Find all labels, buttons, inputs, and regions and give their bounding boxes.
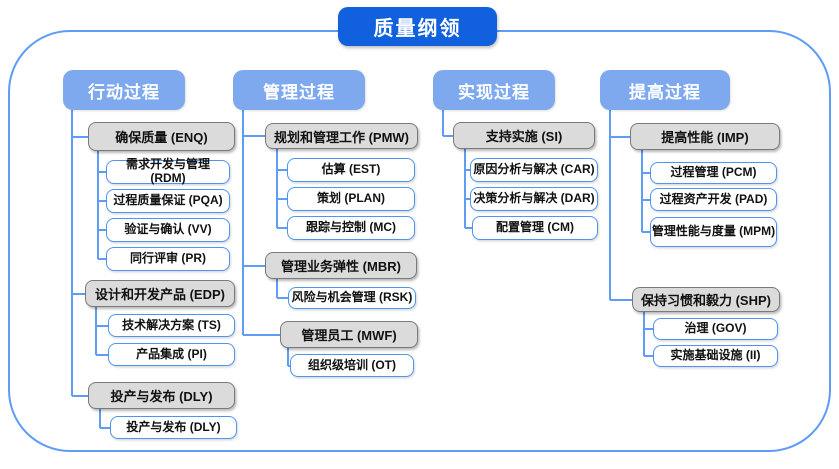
connector-line [72,394,88,397]
leaf-node: 验证与确认 (VV) [106,218,230,242]
leaf-node: 过程管理 (PCM) [650,162,777,184]
leaf-node: 组织级培训 (OT) [290,354,414,377]
connector-line [95,307,97,355]
group-node: 确保质量 (ENQ) [88,122,235,151]
connector-line [288,364,290,367]
connector-line [644,355,653,357]
connector-line [277,297,288,299]
group-node: 投产与发布 (DLY) [88,382,235,409]
connector-line [276,279,278,298]
group-node: 支持实施 (SI) [453,122,595,149]
group-node: 提高性能 (IMP) [630,123,780,150]
leaf-node: 管理性能与度量 (MPM) [650,217,777,247]
connector-line [643,312,645,356]
connector-line [610,135,630,138]
connector-line [465,198,470,200]
leaf-node: 产品集成 (PI) [108,343,235,366]
leaf-node: 技术解决方案 (TS) [108,314,235,337]
leaf-node: 实施基础设施 (II) [653,345,778,367]
group-node: 保持习惯和毅力 (SHP) [632,287,780,312]
leaf-node: 需求开发与管理 (RDM) [106,157,230,185]
connector-line [96,324,108,327]
connector-line [242,110,244,335]
connector-line [100,426,110,429]
connector-line [99,409,101,428]
connector-line [277,198,287,200]
connector-line [276,149,278,228]
connector-line [641,150,643,232]
connector-line [465,169,470,171]
connector-line [72,292,85,295]
connector-line [642,198,650,201]
leaf-node: 决策分析与解决 (DAR) [470,187,598,211]
leaf-node: 估算 (EST) [287,158,415,182]
connector-line [96,353,108,356]
connector-line [243,264,265,267]
connector-line [243,135,265,137]
leaf-node: 投产与发布 (DLY) [110,416,237,439]
leaf-node: 原因分析与解决 (CAR) [470,158,598,182]
leaf-node: 过程资产开发 (PAD) [650,188,777,211]
leaf-node: 过程质量保证 (PQA) [106,189,230,213]
leaf-node: 同行评审 (PR) [106,247,230,271]
leaf-node: 风险与机会管理 (RSK) [288,287,416,309]
connector-line [243,333,280,336]
group-node: 规划和管理工作 (PMW) [265,123,418,149]
connector-line [72,135,88,138]
leaf-node: 配置管理 (CM) [472,216,598,240]
connector-line [609,110,611,300]
connector-line [277,227,287,229]
group-node: 管理员工 (MWF) [280,321,418,348]
connector-line [610,298,632,301]
connector-line [98,229,106,231]
connector-line [98,171,106,173]
connector-line [287,348,289,366]
column-header: 行动过程 [63,70,185,110]
connector-line [443,134,453,137]
connector-line [71,110,73,396]
connector-line [97,151,99,259]
column-header: 管理过程 [233,70,365,110]
group-node: 设计和开发产品 (EDP) [85,280,235,307]
column-header: 提高过程 [600,70,730,110]
leaf-node: 治理 (GOV) [653,318,778,340]
diagram-title: 质量纲领 [338,7,497,46]
connector-line [277,169,287,171]
connector-line [98,200,106,202]
connector-line [642,231,650,233]
connector-line [642,172,650,174]
column-header: 实现过程 [433,70,555,110]
connector-line [465,227,472,229]
group-node: 管理业务弹性 (MBR) [265,252,417,279]
connector-line [644,328,653,330]
connector-line [442,110,444,136]
connector-line [98,258,106,260]
leaf-node: 跟踪与控制 (MC) [287,216,415,240]
connector-line [464,149,466,228]
leaf-node: 策划 (PLAN) [287,187,415,211]
